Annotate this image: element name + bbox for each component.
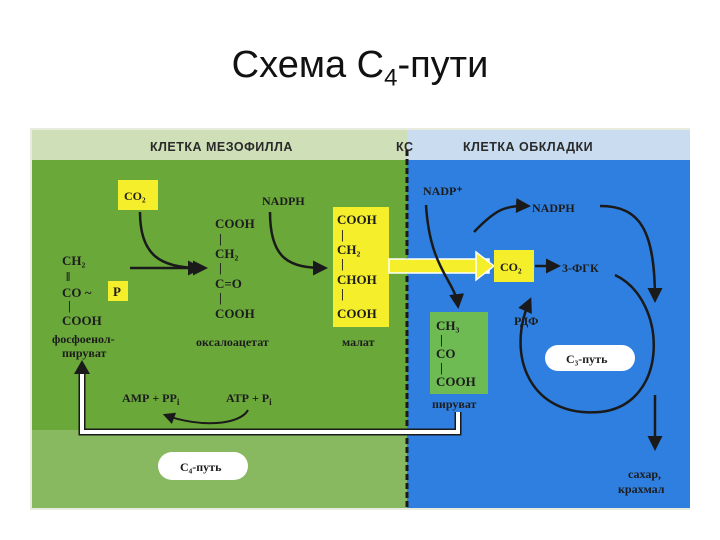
starch-label: крахмал <box>618 482 665 496</box>
return-pipe-inner <box>80 372 460 434</box>
oaa-cooh: COOH <box>215 216 255 231</box>
malate-bar2: | <box>341 256 344 271</box>
atp-label: АТР + Рi <box>226 391 272 407</box>
arrow-malate-to-pyruvate <box>424 204 465 309</box>
oaa-bar2: | <box>219 260 222 275</box>
malate-ch2: CH₂ <box>337 242 361 257</box>
oaa-bar1: | <box>219 231 222 246</box>
title-rest: -пути <box>397 44 489 86</box>
pyruvate-cooh: COOH <box>436 374 476 389</box>
malate: COOH | CH₂ | CHOH | COOH малат <box>337 212 377 349</box>
header-bundle-sheath: КЛЕТКА ОБКЛАДКИ <box>463 140 593 154</box>
pep-p: P <box>113 284 121 299</box>
pyruvate: CH₃ | CO | COOH пируват <box>432 318 477 411</box>
oaa-bar3: | <box>219 290 222 305</box>
pyruvate-bar1: | <box>440 332 443 347</box>
pep-cooh: COOH <box>62 313 102 328</box>
bundle-sheath-top-strip <box>407 130 690 160</box>
arrow-nadph-to-malate <box>268 211 328 276</box>
sugar-label: сахар, <box>628 467 661 481</box>
malate-bar3: | <box>341 286 344 301</box>
pep-name-1: фосфоенол- <box>52 332 115 346</box>
pep-co: CO ~ <box>62 285 92 300</box>
pyruvate-name: пируват <box>432 397 477 411</box>
rdf-label: РДФ <box>514 314 538 328</box>
co2-left-label: CO₂ <box>124 189 146 203</box>
co2-left-box <box>118 180 158 210</box>
arrow-nadph-to-cycle <box>599 204 663 303</box>
arrow-atp-to-amp <box>162 409 249 425</box>
pyruvate-co: CO <box>436 346 456 361</box>
c3-path-label: С₃-путь <box>566 352 608 366</box>
slide-title: Схема С4-пути <box>0 44 720 93</box>
fgk-label: 3-ФГК <box>562 261 599 275</box>
pep-ch2: CH₂ <box>62 253 86 268</box>
c4-path-pill <box>158 452 248 480</box>
pyruvate-box <box>430 312 488 394</box>
pyruvate-ch3: CH₃ <box>436 318 460 333</box>
oaa-co: C=O <box>215 276 242 291</box>
malate-cooh2: COOH <box>337 306 377 321</box>
title-main: Схема С <box>231 44 385 86</box>
header-ks: КС <box>396 140 414 154</box>
header-mesophyll: КЛЕТКА МЕЗОФИЛЛА <box>150 140 293 154</box>
pep-name-2: пируват <box>62 346 107 360</box>
malate-cooh: COOH <box>337 212 377 227</box>
malate-transport-arrowhead <box>475 250 496 282</box>
malate-name: малат <box>342 335 375 349</box>
oxaloacetate: COOH | CH₂ | C=O | COOH оксалоацетат <box>196 216 269 349</box>
title-subscript: 4 <box>384 64 398 92</box>
malate-chon: CHOH <box>337 272 377 287</box>
nadp-plus-label: NADP⁺ <box>423 184 463 198</box>
amp-label: АМР + РРi <box>122 391 180 407</box>
co2-right-box <box>494 250 534 282</box>
atp-subscript: i <box>269 397 272 407</box>
amp-text: АМР + РР <box>122 391 177 405</box>
pyruvate-bar2: | <box>440 360 443 375</box>
c3-path-pill <box>545 345 635 371</box>
nadph-left-label: NADPH <box>262 194 305 208</box>
c4-path-label: С₄-путь <box>180 460 222 474</box>
amp-subscript: i <box>177 397 180 407</box>
atp-text: АТР + Р <box>226 391 269 405</box>
return-pipe-arrowhead <box>74 360 90 374</box>
arrow-nadp-to-nadph <box>473 197 531 233</box>
oaa-name: оксалоацетат <box>196 335 269 349</box>
pep-bar: | <box>68 298 71 313</box>
co2-right-label: CO₂ <box>500 260 522 274</box>
malate-bar1: | <box>341 227 344 242</box>
phosphate-box <box>108 281 128 301</box>
pep-double-bond: ‖ <box>66 269 70 284</box>
phosphoenolpyruvate: CH₂ ‖ CO ~ P | COOH фосфоенол- пируват <box>52 253 128 360</box>
nadph-right-label: NADPH <box>532 201 575 215</box>
mesophyll-top-strip <box>32 130 407 160</box>
malate-highlight <box>333 207 389 327</box>
c3-cycle-circle <box>518 273 655 414</box>
oaa-cooh2: COOH <box>215 306 255 321</box>
oaa-ch2: CH₂ <box>215 246 239 261</box>
